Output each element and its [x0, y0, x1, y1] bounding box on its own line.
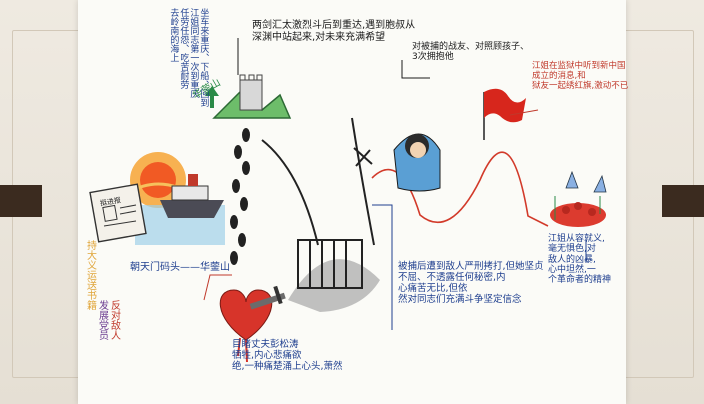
- ship-icon: [160, 174, 224, 218]
- prison-note: 被捕后遭到敌人严刑拷打,但她坚贞 不屈、不透露任何秘密,内 心痛苦无比,但依 然…: [398, 261, 544, 305]
- left-vertical-orange-note: 持大义运送书籍: [84, 240, 96, 310]
- flag-note: 江姐在监狱中听到新中国成立的消息,和 狱友一起绣红旗,激动不已: [532, 61, 629, 91]
- top-center-note: 两剑汇太激烈斗后到重达,遇到胞叔从 深渊中站起来,对未来充满希望: [252, 20, 416, 43]
- flowers-icon: [550, 170, 607, 227]
- boat-caption: 朝天门码头——华蓥山: [130, 262, 230, 273]
- left-vertical-red-note: 反对敌人: [108, 300, 120, 340]
- left-vertical-purple-note: 发展党员: [96, 300, 108, 340]
- left-frame-tab: [0, 185, 42, 217]
- prison-bars-icon: [288, 239, 380, 312]
- arrow-up-icon: [205, 86, 219, 108]
- red-flag-icon: [483, 88, 526, 140]
- mountain-icon: [212, 74, 292, 119]
- flower-note: 江姐从容就义, 毫无惧色,对 敌人的凶暴, 心中坦然,一 个革命者的精神: [548, 234, 612, 286]
- heart-dagger-icon: [219, 285, 286, 363]
- top-left-vertical-note-2: 任劳任怨、吃苦耐劳: [178, 8, 189, 89]
- right-frame-tab: [662, 185, 704, 217]
- bottom-left-note: 目睹丈夫彭松涛 牺牲,内心悲痛欲 绝,一种痛楚涌上心头,萧然: [232, 339, 343, 372]
- newspaper-icon: [89, 183, 147, 243]
- top-left-vertical-note-1: 去岭南的海上: [168, 8, 179, 62]
- woman-portrait-icon: [393, 133, 441, 192]
- top-left-vertical-note-3: 江姐同志第一次到重庆: [188, 8, 199, 98]
- woman-note: 对被捕的战友、对照顾孩子、 3次拥抱他: [412, 42, 530, 63]
- footprints-icon: [230, 128, 250, 265]
- top-left-vertical-note-4: 坐车来重庆、下船、回到: [198, 8, 209, 107]
